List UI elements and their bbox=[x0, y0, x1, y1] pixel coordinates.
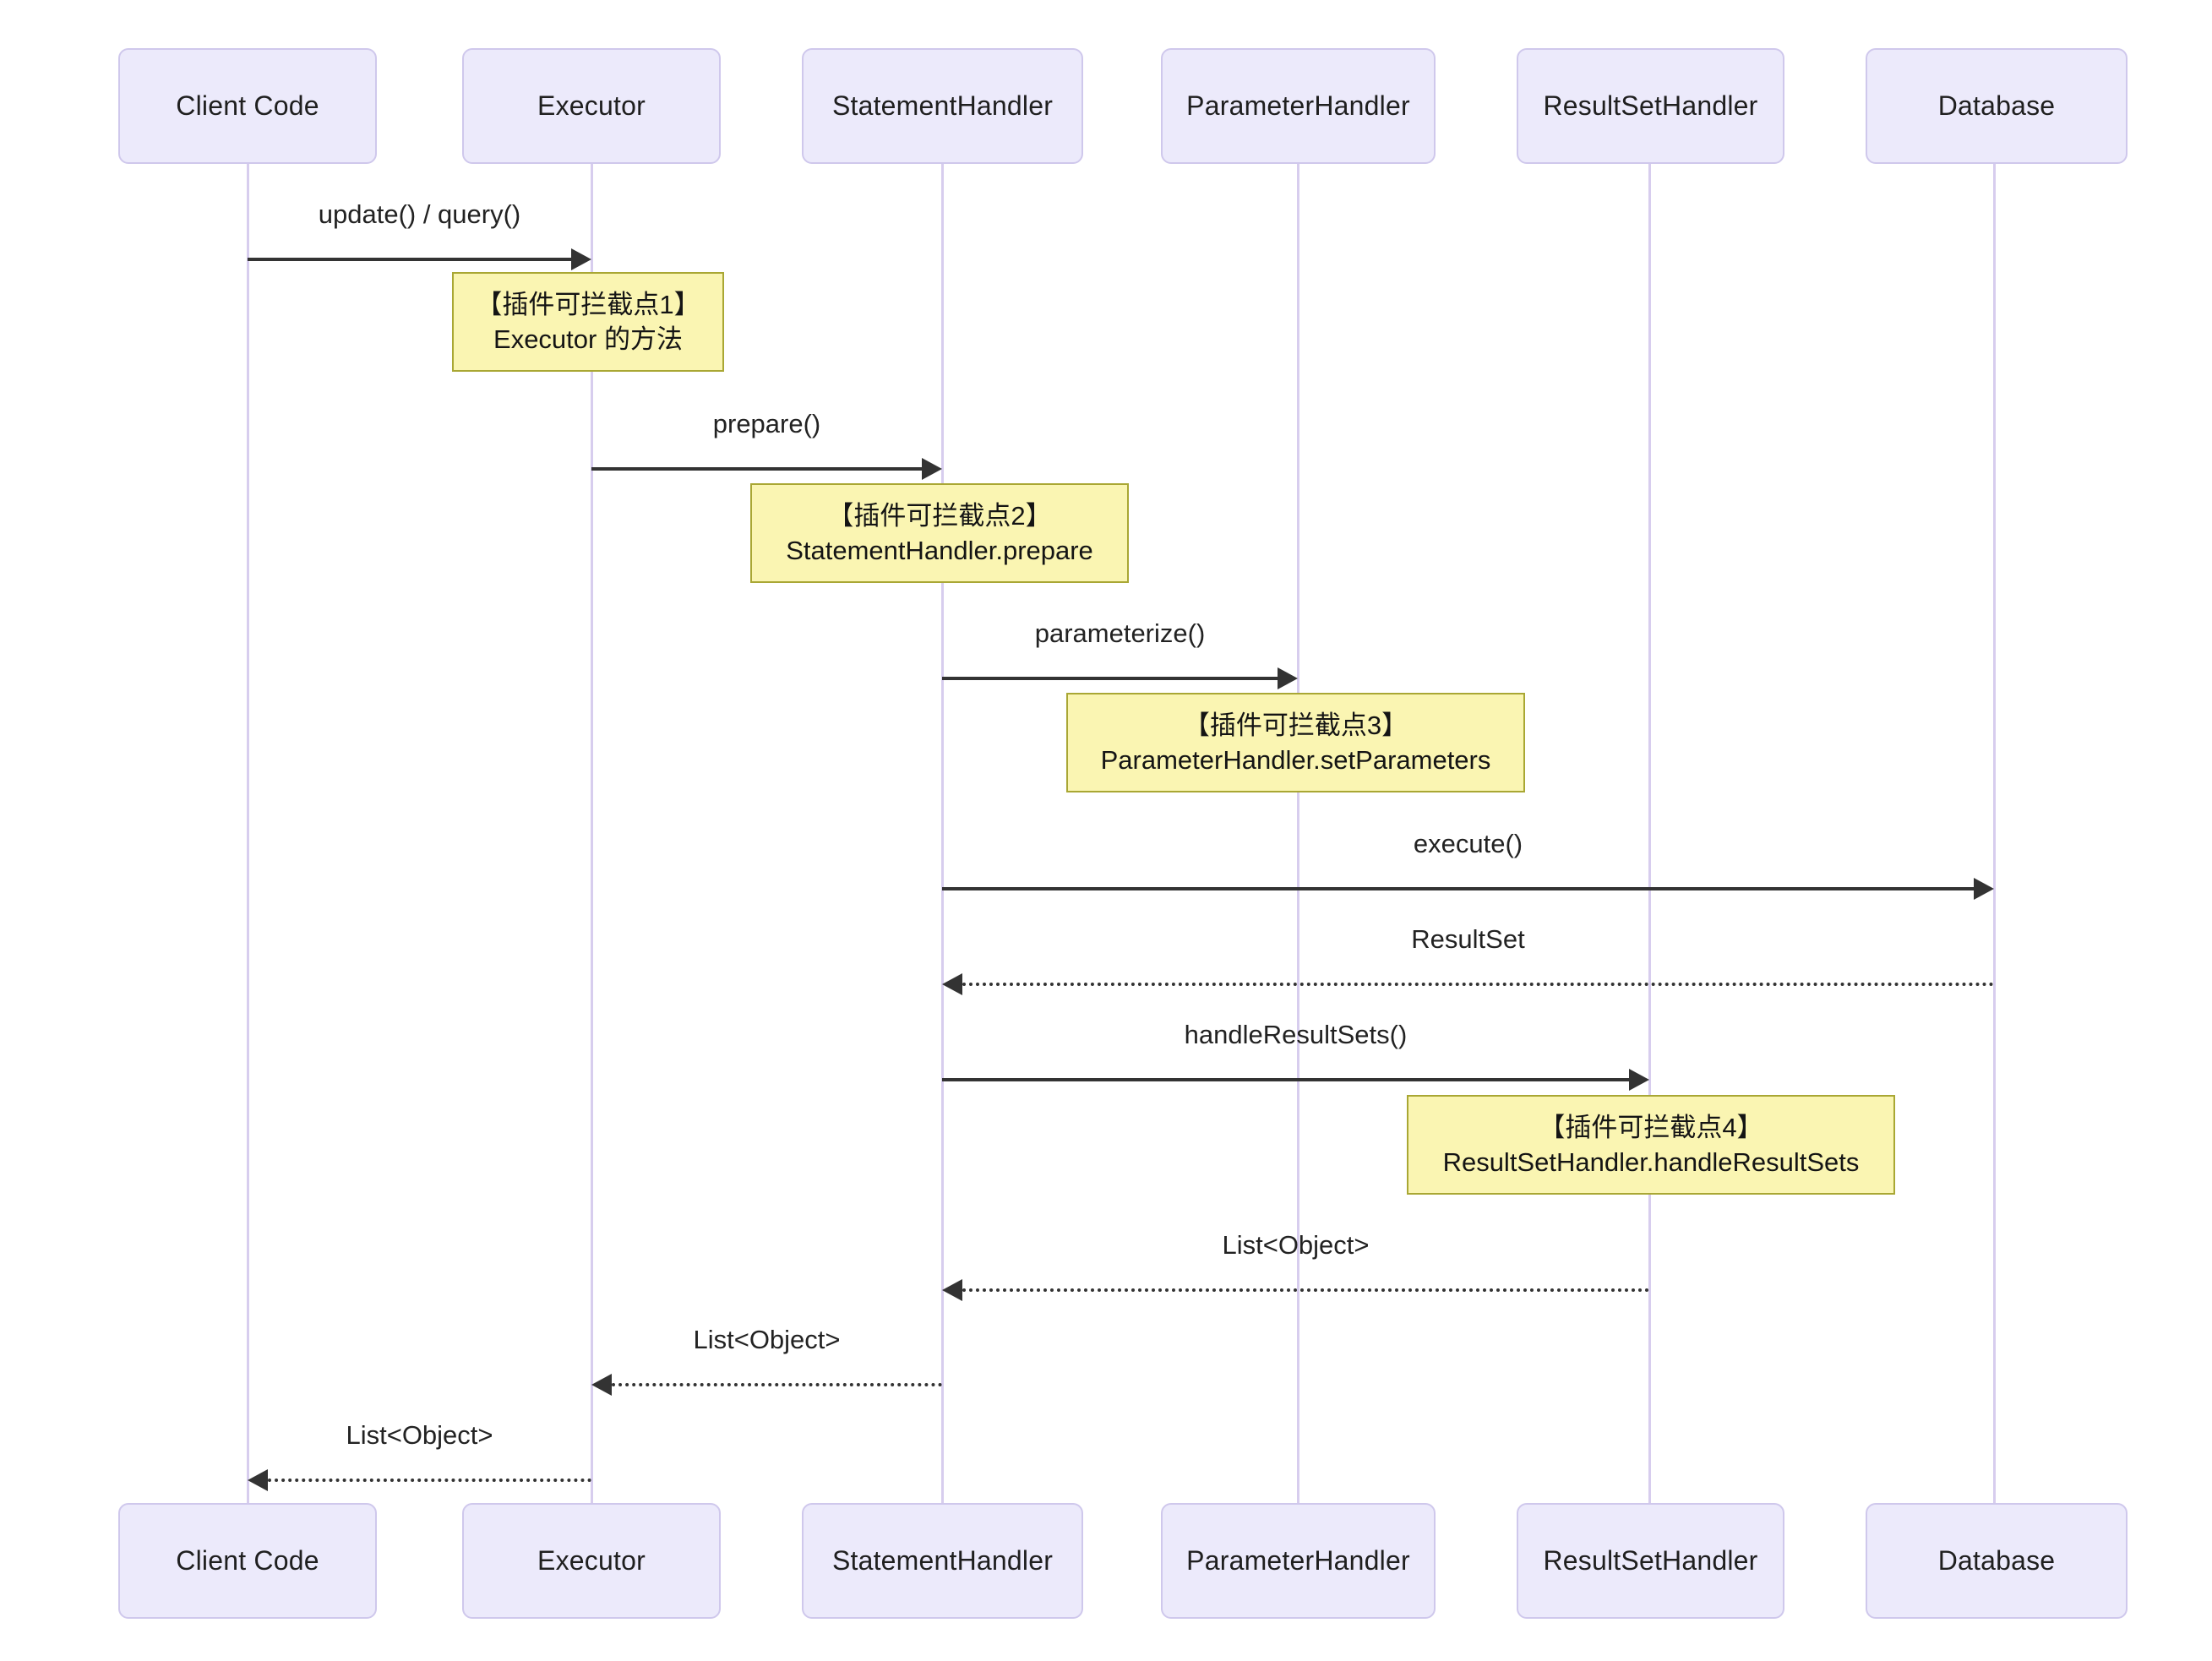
message-arrowhead-m5 bbox=[942, 973, 962, 995]
participant-header-result[interactable]: ResultSetHandler bbox=[1517, 48, 1784, 164]
participant-label: Executor bbox=[537, 90, 646, 121]
message-label-m8: List<Object> bbox=[693, 1325, 841, 1354]
note-line-2: ResultSetHandler.handleResultSets bbox=[1442, 1147, 1860, 1177]
participant-footer-result[interactable]: ResultSetHandler bbox=[1517, 1503, 1784, 1619]
participant-header-stmt[interactable]: StatementHandler bbox=[802, 48, 1083, 164]
participant-header-client[interactable]: Client Code bbox=[118, 48, 377, 164]
message-label-m5: ResultSet bbox=[1411, 924, 1525, 954]
participant-footer-db[interactable]: Database bbox=[1866, 1503, 2128, 1619]
participant-footer-stmt[interactable]: StatementHandler bbox=[802, 1503, 1083, 1619]
note-n4[interactable]: 【插件可拦截点4】 ResultSetHandler.handleResultSe… bbox=[1407, 1095, 1895, 1195]
message-arrowhead-m1 bbox=[571, 248, 591, 270]
note-line-1: 【插件可拦截点2】 bbox=[827, 500, 1052, 531]
message-line-m6 bbox=[942, 1078, 1629, 1081]
message-line-m4 bbox=[942, 887, 1974, 890]
note-line-1: 【插件可拦截点1】 bbox=[476, 289, 700, 319]
message-arrowhead-m2 bbox=[922, 458, 942, 480]
participant-label: Client Code bbox=[176, 90, 319, 121]
message-label-m9: List<Object> bbox=[346, 1420, 493, 1450]
message-line-m7 bbox=[962, 1288, 1649, 1292]
participant-label: ParameterHandler bbox=[1186, 90, 1410, 121]
message-arrowhead-m3 bbox=[1278, 667, 1298, 689]
message-line-m5 bbox=[962, 983, 1994, 986]
participant-label: ResultSetHandler bbox=[1543, 90, 1758, 121]
participant-label: Executor bbox=[537, 1545, 646, 1576]
lifeline-result bbox=[1648, 164, 1651, 1503]
participant-label: Client Code bbox=[176, 1545, 319, 1576]
participant-header-executor[interactable]: Executor bbox=[462, 48, 721, 164]
participant-header-db[interactable]: Database bbox=[1866, 48, 2128, 164]
message-arrowhead-m4 bbox=[1974, 878, 1994, 900]
participant-footer-executor[interactable]: Executor bbox=[462, 1503, 721, 1619]
message-label-m1: update() / query() bbox=[318, 199, 521, 229]
participant-footer-param[interactable]: ParameterHandler bbox=[1161, 1503, 1436, 1619]
participant-label: StatementHandler bbox=[831, 1545, 1054, 1576]
participant-label: ResultSetHandler bbox=[1543, 1545, 1758, 1576]
participant-label: ParameterHandler bbox=[1186, 1545, 1410, 1576]
message-line-m9 bbox=[268, 1479, 591, 1482]
message-arrowhead-m7 bbox=[942, 1279, 962, 1301]
message-line-m8 bbox=[612, 1383, 942, 1386]
participant-header-param[interactable]: ParameterHandler bbox=[1161, 48, 1436, 164]
participant-label: Database bbox=[1937, 1545, 2056, 1576]
lifeline-client bbox=[247, 164, 249, 1503]
note-n3[interactable]: 【插件可拦截点3】 ParameterHandler.setParameters bbox=[1066, 693, 1525, 792]
message-label-m3: parameterize() bbox=[1034, 618, 1206, 648]
message-arrowhead-m6 bbox=[1629, 1069, 1649, 1091]
message-label-m7: List<Object> bbox=[1222, 1230, 1370, 1260]
message-line-m3 bbox=[942, 677, 1278, 680]
participant-footer-client[interactable]: Client Code bbox=[118, 1503, 377, 1619]
participant-label: StatementHandler bbox=[831, 90, 1054, 121]
lifeline-param bbox=[1297, 164, 1299, 1503]
message-line-m2 bbox=[591, 467, 922, 471]
note-line-1: 【插件可拦截点4】 bbox=[1539, 1112, 1763, 1142]
message-label-m6: handleResultSets() bbox=[1184, 1020, 1408, 1049]
lifeline-stmt bbox=[941, 164, 944, 1503]
lifeline-executor bbox=[591, 164, 593, 1503]
note-line-2: ParameterHandler.setParameters bbox=[1100, 745, 1491, 775]
lifeline-db bbox=[1993, 164, 1996, 1503]
message-arrowhead-m8 bbox=[591, 1374, 612, 1396]
note-n1[interactable]: 【插件可拦截点1】 Executor 的方法 bbox=[452, 272, 724, 372]
note-line-1: 【插件可拦截点3】 bbox=[1183, 710, 1408, 740]
message-arrowhead-m9 bbox=[248, 1469, 268, 1491]
participant-label: Database bbox=[1937, 90, 2056, 121]
message-line-m1 bbox=[248, 258, 571, 261]
note-line-2: StatementHandler.prepare bbox=[786, 536, 1093, 565]
message-label-m2: prepare() bbox=[712, 409, 821, 438]
note-line-2: Executor 的方法 bbox=[493, 324, 683, 354]
note-n2[interactable]: 【插件可拦截点2】 StatementHandler.prepare bbox=[750, 483, 1129, 583]
message-label-m4: execute() bbox=[1413, 829, 1523, 858]
